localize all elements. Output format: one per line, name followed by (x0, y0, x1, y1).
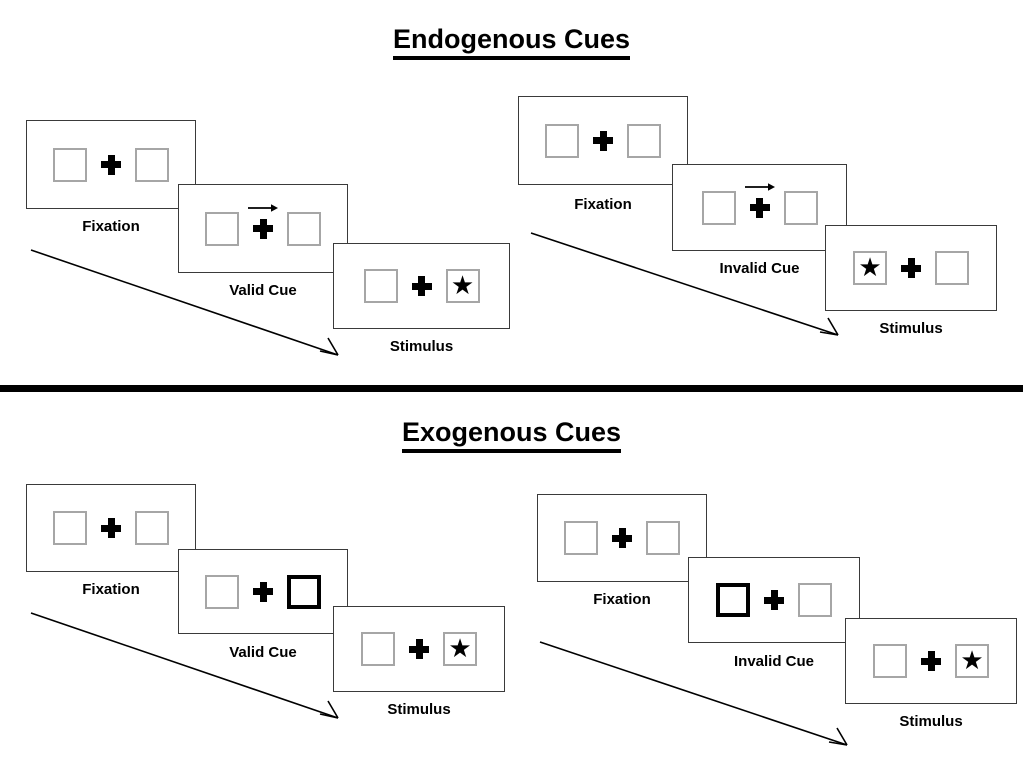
panel-exogenous-invalid-fixation (537, 494, 707, 582)
arrow-right-cue-icon (744, 182, 775, 191)
panel-content (545, 123, 661, 158)
panel-content (564, 521, 680, 555)
star-icon: ★ (450, 270, 475, 300)
fixation-cross-icon (409, 639, 429, 659)
right-box (935, 251, 969, 285)
panel-exogenous-valid-stimulus: ★ (333, 606, 505, 692)
section-title-exogenous-text: Exogenous Cues (401, 417, 622, 453)
left-box (361, 632, 395, 666)
star-icon: ★ (448, 633, 472, 663)
left-box (363, 269, 398, 303)
right-box (798, 583, 832, 617)
panel-endogenous-valid-cue (178, 184, 348, 273)
fixation-cross-icon (593, 130, 613, 151)
panel-content (53, 511, 169, 545)
left-box (701, 190, 736, 225)
panel-content: ★ (361, 632, 477, 666)
fixation-cross-icon (744, 182, 775, 218)
caption-exogenous-valid-fixation: Fixation (82, 581, 140, 598)
panel-exogenous-valid-fixation (26, 484, 196, 572)
caption-endogenous-invalid-fixation: Fixation (574, 196, 632, 213)
section-divider (0, 385, 1023, 392)
panel-content (205, 203, 321, 246)
fixation-cross-icon (921, 651, 941, 671)
caption-endogenous-valid-fixation: Fixation (82, 218, 140, 235)
right-box (287, 211, 321, 246)
left-box (205, 211, 239, 246)
fixation-cross-icon (101, 154, 121, 175)
caption-endogenous-invalid-cue: Invalid Cue (719, 260, 800, 277)
fixation-cross-icon (253, 581, 273, 602)
caption-endogenous-valid-stimulus: Stimulus (389, 338, 454, 355)
left-box: ★ (853, 251, 887, 285)
fixation-cross-icon (101, 518, 121, 538)
right-box (135, 147, 169, 182)
right-box (627, 123, 661, 158)
section-title-endogenous-text: Endogenous Cues (392, 24, 630, 60)
star-icon: ★ (960, 645, 984, 675)
panel-content (701, 182, 818, 225)
right-box: ★ (445, 269, 480, 303)
fixation-cross-icon (764, 590, 784, 610)
right-box-cued (287, 574, 321, 609)
panel-endogenous-invalid-cue (672, 164, 847, 251)
fixation-cross-icon (901, 258, 921, 278)
left-box (564, 521, 598, 555)
caption-exogenous-invalid-stimulus: Stimulus (899, 713, 963, 730)
panel-content: ★ (363, 269, 480, 303)
caption-endogenous-valid-cue: Valid Cue (229, 282, 297, 299)
left-box (545, 123, 579, 158)
caption-endogenous-invalid-stimulus: Stimulus (879, 320, 943, 337)
panel-exogenous-invalid-cue (688, 557, 860, 643)
panel-endogenous-valid-fixation (26, 120, 196, 209)
panel-content (53, 147, 169, 182)
panel-endogenous-invalid-stimulus: ★ (825, 225, 997, 311)
caption-exogenous-invalid-fixation: Fixation (593, 591, 651, 608)
caption-exogenous-valid-cue: Valid Cue (229, 644, 297, 661)
left-box (53, 511, 87, 545)
fixation-cross-icon (248, 203, 278, 239)
section-title-exogenous: Exogenous Cues (0, 417, 1023, 453)
caption-exogenous-invalid-cue: Invalid Cue (733, 653, 815, 670)
left-box (205, 574, 239, 609)
panel-content: ★ (873, 644, 989, 678)
fixation-cross-icon (411, 276, 432, 296)
panel-exogenous-valid-cue (178, 549, 348, 634)
panel-endogenous-invalid-fixation (518, 96, 688, 185)
left-box (873, 644, 907, 678)
panel-content (205, 574, 321, 609)
left-box (53, 147, 87, 182)
right-box: ★ (443, 632, 477, 666)
panel-content (716, 583, 832, 617)
panel-content: ★ (853, 251, 969, 285)
arrow-right-cue-icon (248, 203, 278, 212)
panel-endogenous-valid-stimulus: ★ (333, 243, 510, 329)
right-box: ★ (955, 644, 989, 678)
star-icon: ★ (858, 252, 882, 282)
caption-exogenous-valid-stimulus: Stimulus (387, 701, 451, 718)
panel-exogenous-invalid-stimulus: ★ (845, 618, 1017, 704)
left-box-cued (716, 583, 750, 617)
fixation-cross-icon (612, 528, 632, 548)
section-title-endogenous: Endogenous Cues (0, 24, 1023, 60)
right-box (783, 190, 818, 225)
right-box (646, 521, 680, 555)
right-box (135, 511, 169, 545)
